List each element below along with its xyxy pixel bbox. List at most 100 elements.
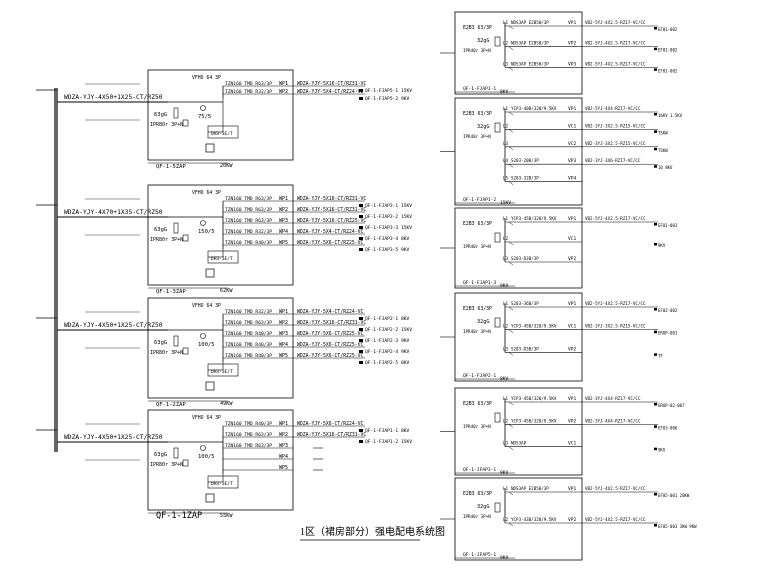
circuit-breaker-label: TZN160 TMD R40/3P xyxy=(225,421,272,427)
sub-circuit-cable: VB2-5YJ-4X2.5-RZ17-VC/CC xyxy=(585,216,646,221)
switch-symbol xyxy=(508,67,514,71)
dest-marker xyxy=(359,328,363,331)
sub-circuit-id: VP2 xyxy=(568,517,577,523)
sub-dest-marker xyxy=(654,330,657,334)
sub-switch-label: YCP3-45B/320/9.5KV xyxy=(511,396,557,401)
sub-circuit-note: 9KV xyxy=(658,243,666,248)
panel-frame xyxy=(147,409,294,511)
sub-switch-label: YCP3-45B/320/9.5KV xyxy=(511,324,557,329)
sub-circuit-cable: VB2-5YJ-4X2.5-RZ17-VC/CC xyxy=(585,61,646,66)
sub-dest-marker xyxy=(654,493,657,496)
phase-label: L1 xyxy=(503,486,509,491)
feeder-cable-label: WDZA-YJY-4X50+1X25-CT/RZ50 xyxy=(64,322,163,329)
sub-dest-marker xyxy=(654,147,657,151)
dest-marker xyxy=(359,440,363,443)
sub-circuit-note: EF05-003 3KW 9KW xyxy=(658,524,697,529)
ct-ratio-label: 100/5 xyxy=(198,342,215,348)
ct-symbol xyxy=(200,220,206,226)
sub-circuit-note: EF05-001 20KW xyxy=(658,493,690,498)
switch-symbol xyxy=(508,46,514,50)
sub-circuit-id: VC1 xyxy=(568,123,577,129)
circuit-cable-label: WDZA-YJY-5X16-CT/RZ31-VC xyxy=(297,432,366,438)
sub-fuse-symbol xyxy=(494,232,501,243)
circuit-dest-label: QF-1-FJAP3-4 8KV xyxy=(365,236,409,242)
panel-id-label: QF-1-2ZAP xyxy=(156,402,186,408)
panel-power-label: 55KW xyxy=(220,513,233,519)
ct-symbol xyxy=(200,105,206,111)
spd-label: IPR80r 3P+N xyxy=(150,462,183,468)
ct-ratio-label: 150/5 xyxy=(198,229,215,235)
circuit-dest-label: QF-1-FJAP2-2 15KV xyxy=(365,327,412,333)
panel-frame xyxy=(147,69,294,161)
sub-switch-label: S203-20B/3P xyxy=(511,158,539,163)
panel-id-label: QF-1-3ZAP xyxy=(156,289,186,295)
sub-fuse-symbol xyxy=(494,36,501,47)
spd-symbol xyxy=(182,119,189,127)
spd-label: IPR80r 3P+N xyxy=(150,237,183,243)
sub-panel-label: QF-1-JFAP5-1 xyxy=(463,552,496,558)
circuit-breaker-label: TZN160 TMD R63/3P xyxy=(225,81,272,87)
sub-circuit-id: VP3 xyxy=(568,158,577,164)
sub-switch-label: S203-D3B/3P xyxy=(511,256,539,261)
sub-circuit-note: 9KV xyxy=(658,448,666,453)
sub-dest-marker xyxy=(654,68,657,71)
sub-circuit-id: VP1 xyxy=(568,216,577,222)
circuit-cable-label: WDZA-YJY-5X6-CT/RZ25-VC xyxy=(297,331,364,337)
sub-circuit-cable: VB2-5YJ-4X2.5-RZ17-VC/CC xyxy=(585,486,646,491)
circuit-breaker-label: TZN160 TMD R63/3P xyxy=(225,218,272,224)
circuit-id-label: WP2 xyxy=(279,320,288,326)
terminal-box xyxy=(205,493,215,503)
sub-circuit-id: VP4 xyxy=(568,176,577,182)
sub-circuit-id: VC2 xyxy=(568,141,577,147)
circuit-id-label: WP3 xyxy=(279,218,288,224)
sub-circuit-note: ERUP-02-007 xyxy=(658,403,685,408)
circuit-dest-label: QF-1-FJAP2-3 9KV xyxy=(365,338,409,344)
sub-fuse-label: 32gG xyxy=(477,504,490,510)
diagram-caption: 1区（裙房部分）强电配电系统图 xyxy=(300,525,445,538)
fuse-label: 63gG xyxy=(154,340,167,346)
sub-switch-label: NDS3AP xyxy=(511,441,527,446)
ct-ratio-label: 100/5 xyxy=(198,454,215,460)
circuit-breaker-label: TZN160 TMD R63/3P xyxy=(225,320,272,326)
sub-circuit-id: VP1 xyxy=(568,20,577,26)
sub-circuit-note: EF01-003 xyxy=(658,223,678,228)
switch-symbol xyxy=(508,401,514,406)
spd-label: IPR80r 3P+N xyxy=(150,350,183,356)
sub-circuit-cable: VB2-3YJ-3X2.5-RZ15-VC/CC xyxy=(585,324,646,329)
circuit-dest-label: QF-1-FJAP2-4 9KV xyxy=(365,349,409,355)
sub-circuit-id: VP2 xyxy=(568,418,577,424)
sub-main-label: E2B3 63/3P xyxy=(463,25,492,31)
circuit-dest-label: QF-1-FJAP5-2 9KV xyxy=(365,96,409,102)
circuit-id-label: WP4 xyxy=(279,454,288,460)
dest-marker xyxy=(359,361,363,364)
panel-id-label: QF-1-5ZAP xyxy=(156,164,186,170)
fuse-symbol xyxy=(173,107,179,119)
supply-bus xyxy=(54,88,58,452)
circuit-breaker-label: TZN160 TMD R63/3P xyxy=(225,443,272,449)
circuit-id-label: WP5 xyxy=(279,353,288,359)
sub-circuit-id: VP1 xyxy=(568,301,577,307)
main-panel: WDZA-YJY-4X50+1X25-CT/RZ50 63gG IPR80r 3P+… xyxy=(36,297,412,408)
sub-fuse-label: 32gG xyxy=(477,319,490,325)
circuit-id-label: WP2 xyxy=(279,89,288,95)
ct-symbol xyxy=(200,445,206,451)
sub-circuit-cable: VB2-5YJ-4X4-RZ17-VC/CC xyxy=(585,106,641,111)
circuit-id-label: WP1 xyxy=(279,421,288,427)
switch-symbol xyxy=(508,111,514,116)
circuit-cable-label: WDZA-YJY-5X16-CT/RZ31-VC xyxy=(297,81,366,87)
dest-marker xyxy=(359,317,363,320)
sub-dest-marker xyxy=(654,447,657,451)
sub-circuit-id: VP1 xyxy=(568,106,577,112)
sub-circuit-note: EF03-006 xyxy=(658,425,678,430)
circuit-dest-label: QF-1-FJAP2-1 8KV xyxy=(365,316,409,322)
dest-marker xyxy=(359,226,363,229)
sub-fuse-symbol xyxy=(494,317,501,328)
switch-symbol xyxy=(508,352,514,356)
dest-marker xyxy=(359,429,363,432)
feeder-cable-label: WDZA-YJY-4X50+1X25-CT/RZ50 xyxy=(64,434,163,441)
sub-dest-marker xyxy=(654,165,657,168)
